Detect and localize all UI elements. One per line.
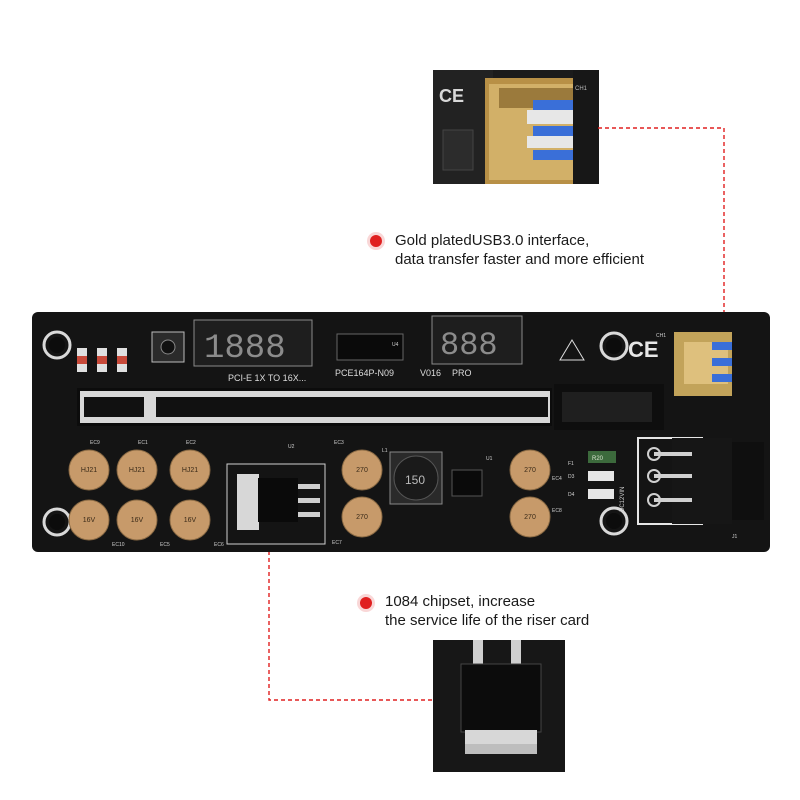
dc-in-label: DC12VIN xyxy=(620,487,626,512)
ref-d4: D4 xyxy=(568,492,575,498)
callout-usb-dot xyxy=(370,235,382,247)
ref-l1: L1 xyxy=(382,448,388,454)
cap-marking: 16V xyxy=(184,517,197,524)
ref-ec3: EC3 xyxy=(334,440,344,446)
ch1-label-closeup: CH1 xyxy=(575,86,588,92)
ref-u2: U2 xyxy=(288,444,295,450)
ce-mark: CE xyxy=(628,337,659,362)
cap-marking: 16V xyxy=(83,517,96,524)
ref-ec10: EC10 xyxy=(112,542,125,548)
callout-chipset-dot xyxy=(360,597,372,609)
ref-ec8: EC8 xyxy=(552,508,562,514)
u4-label: U4 xyxy=(392,342,399,348)
ref-ec4: EC4 xyxy=(552,476,562,482)
version-suffix-label: PRO xyxy=(452,368,472,378)
inductor-marking: 150 xyxy=(405,473,425,487)
ref-u1: U1 xyxy=(486,456,493,462)
cap-marking: HJ21 xyxy=(129,467,145,474)
version-label: V016 xyxy=(420,368,441,378)
model-line-label: PCI-E 1X TO 16X... xyxy=(228,373,306,383)
ref-ec5: EC5 xyxy=(160,542,170,548)
ref-ec9: EC9 xyxy=(90,440,100,446)
cap-marking: 270 xyxy=(524,514,536,521)
ref-ec1: EC1 xyxy=(138,440,148,446)
riser-board: 1888 PCI-E 1X TO 16X... U4 PCE164P-N09 8… xyxy=(32,312,770,552)
display-left: 1888 xyxy=(204,330,286,368)
ref-ec6: EC6 xyxy=(214,542,224,548)
cap-marking: 270 xyxy=(356,514,368,521)
callout-chipset-line-2: the service life of the riser card xyxy=(385,612,590,629)
ch1-label: CH1 xyxy=(656,333,666,339)
capacitor-group xyxy=(68,449,551,541)
callout-usb-line-2: data transfer faster and more efficient xyxy=(395,251,645,268)
ref-j1: J1 xyxy=(732,534,738,540)
ce-mark-closeup: CE xyxy=(439,86,464,106)
callout-usb-line-1: Gold platedUSB3.0 interface, xyxy=(395,232,590,249)
ref-ec7: EC7 xyxy=(332,540,342,546)
ref-ec2: EC2 xyxy=(186,440,196,446)
callout-chipset: 1084 chipset, increase the service life … xyxy=(360,592,590,630)
usb-connector-closeup: CE CH1 xyxy=(433,70,599,184)
ref-d3: D3 xyxy=(568,474,575,480)
fuse-label: R20 xyxy=(592,456,604,462)
callout-usb: Gold platedUSB3.0 interface, data transf… xyxy=(370,231,645,269)
chip-closeup xyxy=(433,640,565,772)
cap-marking: HJ21 xyxy=(182,467,198,474)
chip-label: PCE164P-N09 xyxy=(335,368,394,378)
ref-f1: F1 xyxy=(568,461,574,467)
display-right: 888 xyxy=(440,327,498,364)
cap-marking: 270 xyxy=(356,467,368,474)
cap-marking: 16V xyxy=(131,517,144,524)
callout-chipset-line-1: 1084 chipset, increase xyxy=(385,593,536,610)
cap-marking: HJ21 xyxy=(81,467,97,474)
cap-marking: 270 xyxy=(524,467,536,474)
